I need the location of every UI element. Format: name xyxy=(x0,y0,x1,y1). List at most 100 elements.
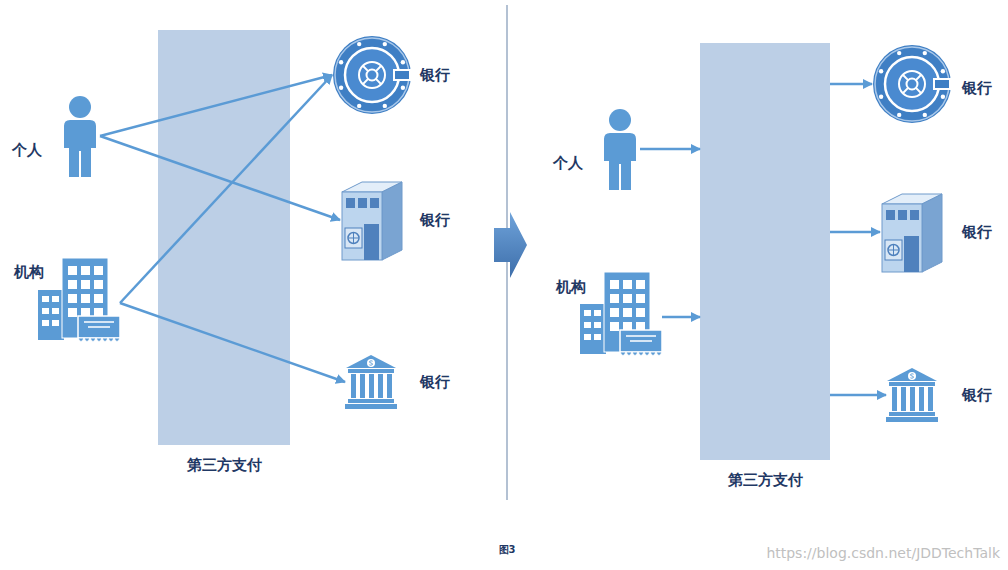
arrow-line xyxy=(830,394,886,397)
node-label: 银行 xyxy=(962,78,992,98)
graphic-part xyxy=(69,96,91,118)
node-label: 个人 xyxy=(12,140,42,160)
graphic-part xyxy=(886,417,938,422)
graphic-part xyxy=(610,280,619,289)
actor-node: 个人 xyxy=(600,108,640,190)
graphic-part xyxy=(580,304,606,354)
graphic-part xyxy=(64,120,96,177)
node-label: 机构 xyxy=(556,277,586,297)
graphic-part xyxy=(875,47,949,121)
graphic-part xyxy=(908,372,916,380)
person-icon xyxy=(600,108,640,190)
graphic-part xyxy=(68,266,77,275)
node-label: 银行 xyxy=(962,385,992,405)
graphic-part xyxy=(78,338,120,342)
graphic-part xyxy=(335,38,409,112)
graphic-part xyxy=(889,412,935,416)
bank-node: 银行 xyxy=(872,44,952,124)
graphic-part xyxy=(610,294,619,303)
graphic-part xyxy=(888,245,899,256)
figure-caption: 图3 xyxy=(457,543,557,557)
flow-arrow xyxy=(120,75,332,303)
flow-arrow xyxy=(662,317,700,318)
graphic-part xyxy=(916,75,921,80)
graphic-part xyxy=(873,45,951,123)
vault-icon xyxy=(872,44,952,124)
bank-building-icon xyxy=(880,190,945,274)
graphic-part xyxy=(401,60,405,64)
graphic-part xyxy=(620,352,662,356)
graphic-part xyxy=(346,355,396,368)
bank-node: 银行 xyxy=(886,368,938,422)
bank-node: 银行 xyxy=(880,190,945,274)
graphic-part xyxy=(78,316,120,338)
graphic-part xyxy=(923,51,927,55)
graphic-part xyxy=(339,60,343,64)
person-icon xyxy=(60,95,100,177)
graphic-part xyxy=(81,294,90,303)
graphic-part xyxy=(339,86,343,90)
graphic-part xyxy=(886,210,895,220)
graphic-part xyxy=(387,374,392,398)
graphic-part xyxy=(351,374,356,398)
graphic-part xyxy=(94,266,103,275)
graphic-part xyxy=(897,51,901,55)
graphic-part xyxy=(636,294,645,303)
watermark: https://blog.csdn.net/JDDTechTalk xyxy=(766,545,1000,561)
graphic-part xyxy=(348,233,359,244)
graphic-part xyxy=(363,79,368,84)
arrow-line xyxy=(662,316,700,319)
graphic-part xyxy=(636,280,645,289)
flow-arrow xyxy=(830,84,872,85)
graphic-part xyxy=(636,308,645,317)
graphic-part xyxy=(898,210,907,220)
node-label: 银行 xyxy=(420,210,450,230)
graphic-part xyxy=(594,310,601,316)
graphic-part xyxy=(357,104,361,108)
graphic-part xyxy=(370,198,379,208)
arrow-line xyxy=(100,136,340,220)
vault-icon xyxy=(332,35,412,115)
graphic-part xyxy=(899,71,925,97)
graphic-part xyxy=(623,294,632,303)
graphic-part xyxy=(910,210,919,220)
graphic-part xyxy=(623,308,632,317)
bank-node: 银行 xyxy=(332,35,412,115)
graphic-part xyxy=(369,374,374,398)
graphic-part xyxy=(369,361,372,366)
graphic-part xyxy=(42,296,49,302)
graphic-part xyxy=(42,320,49,326)
graphic-part xyxy=(630,340,652,342)
graphic-part xyxy=(584,322,591,328)
graphic-part xyxy=(333,36,411,114)
graphic-part xyxy=(401,86,405,90)
bank-icon xyxy=(345,355,397,409)
graphic-part xyxy=(84,321,114,323)
graphic-part xyxy=(604,133,636,190)
graphic-part xyxy=(357,42,361,46)
graphic-part xyxy=(94,294,103,303)
graphic-part xyxy=(367,70,378,81)
graphic-part xyxy=(376,79,381,84)
graphic-part xyxy=(610,308,619,317)
graphic-part xyxy=(360,374,365,398)
node-label: 银行 xyxy=(962,222,992,242)
arrow-line xyxy=(120,303,345,382)
institution-icon xyxy=(580,272,662,362)
graphic-part xyxy=(364,224,379,260)
graphic-part xyxy=(879,69,883,73)
graphic-part xyxy=(81,280,90,289)
graphic-part xyxy=(903,88,908,93)
graphic-part xyxy=(81,266,90,275)
flow-arrow xyxy=(100,75,332,136)
node-label: 个人 xyxy=(553,153,583,173)
graphic-part xyxy=(904,236,919,272)
bank-node: 银行 xyxy=(345,355,397,409)
graphic-part xyxy=(383,42,387,46)
node-label: 机构 xyxy=(14,262,44,282)
graphic-part xyxy=(901,387,906,411)
graphic-part xyxy=(903,75,908,80)
